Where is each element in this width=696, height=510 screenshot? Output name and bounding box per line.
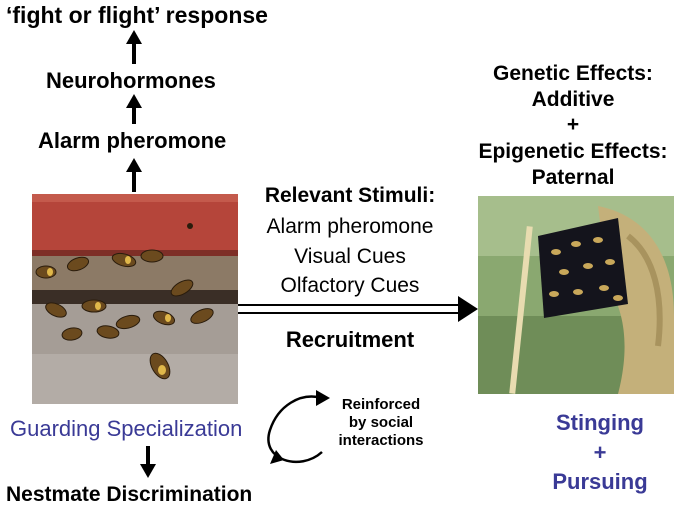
hive-entrance-photo (32, 194, 238, 404)
plus-sign: + (566, 113, 580, 136)
outcome-plus-sign: + (593, 440, 607, 465)
stimulus-item: Alarm pheromone (266, 215, 434, 238)
genetic-effects-label: Genetic Effects: (493, 62, 653, 85)
double-right-arrow-icon (238, 296, 478, 322)
reinforced-line: by social (348, 414, 414, 431)
relevant-stimuli-heading: Relevant Stimuli: (264, 184, 436, 207)
neurohormones-label: Neurohormones (46, 68, 216, 93)
nestmate-discrimination-label: Nestmate Discrimination (6, 483, 253, 506)
additive-label: Additive (531, 88, 615, 111)
up-arrow-icon (126, 158, 142, 192)
reinforced-note: Reinforced by social interactions (326, 396, 436, 450)
reinforced-line: Reinforced (341, 396, 421, 413)
fight-or-flight-label: ‘fight or flight’ response (6, 2, 268, 28)
sting-test-photo (478, 196, 674, 394)
down-arrow-icon (140, 446, 156, 478)
paternal-label: Paternal (531, 166, 615, 189)
reinforced-line: interactions (338, 432, 424, 449)
stinging-label: Stinging (556, 410, 644, 435)
up-arrow-icon (126, 30, 142, 64)
stimulus-item: Visual Cues (294, 245, 406, 268)
up-arrow-icon (126, 94, 142, 124)
guarding-specialization-label: Guarding Specialization (10, 416, 243, 441)
stimulus-item: Olfactory Cues (280, 274, 420, 297)
alarm-pheromone-label: Alarm pheromone (38, 128, 227, 153)
epigenetic-effects-label: Epigenetic Effects: (478, 140, 668, 163)
pursuing-label: Pursuing (552, 469, 648, 494)
recruitment-label: Recruitment (285, 327, 415, 352)
loop-arrow-icon (267, 390, 330, 464)
